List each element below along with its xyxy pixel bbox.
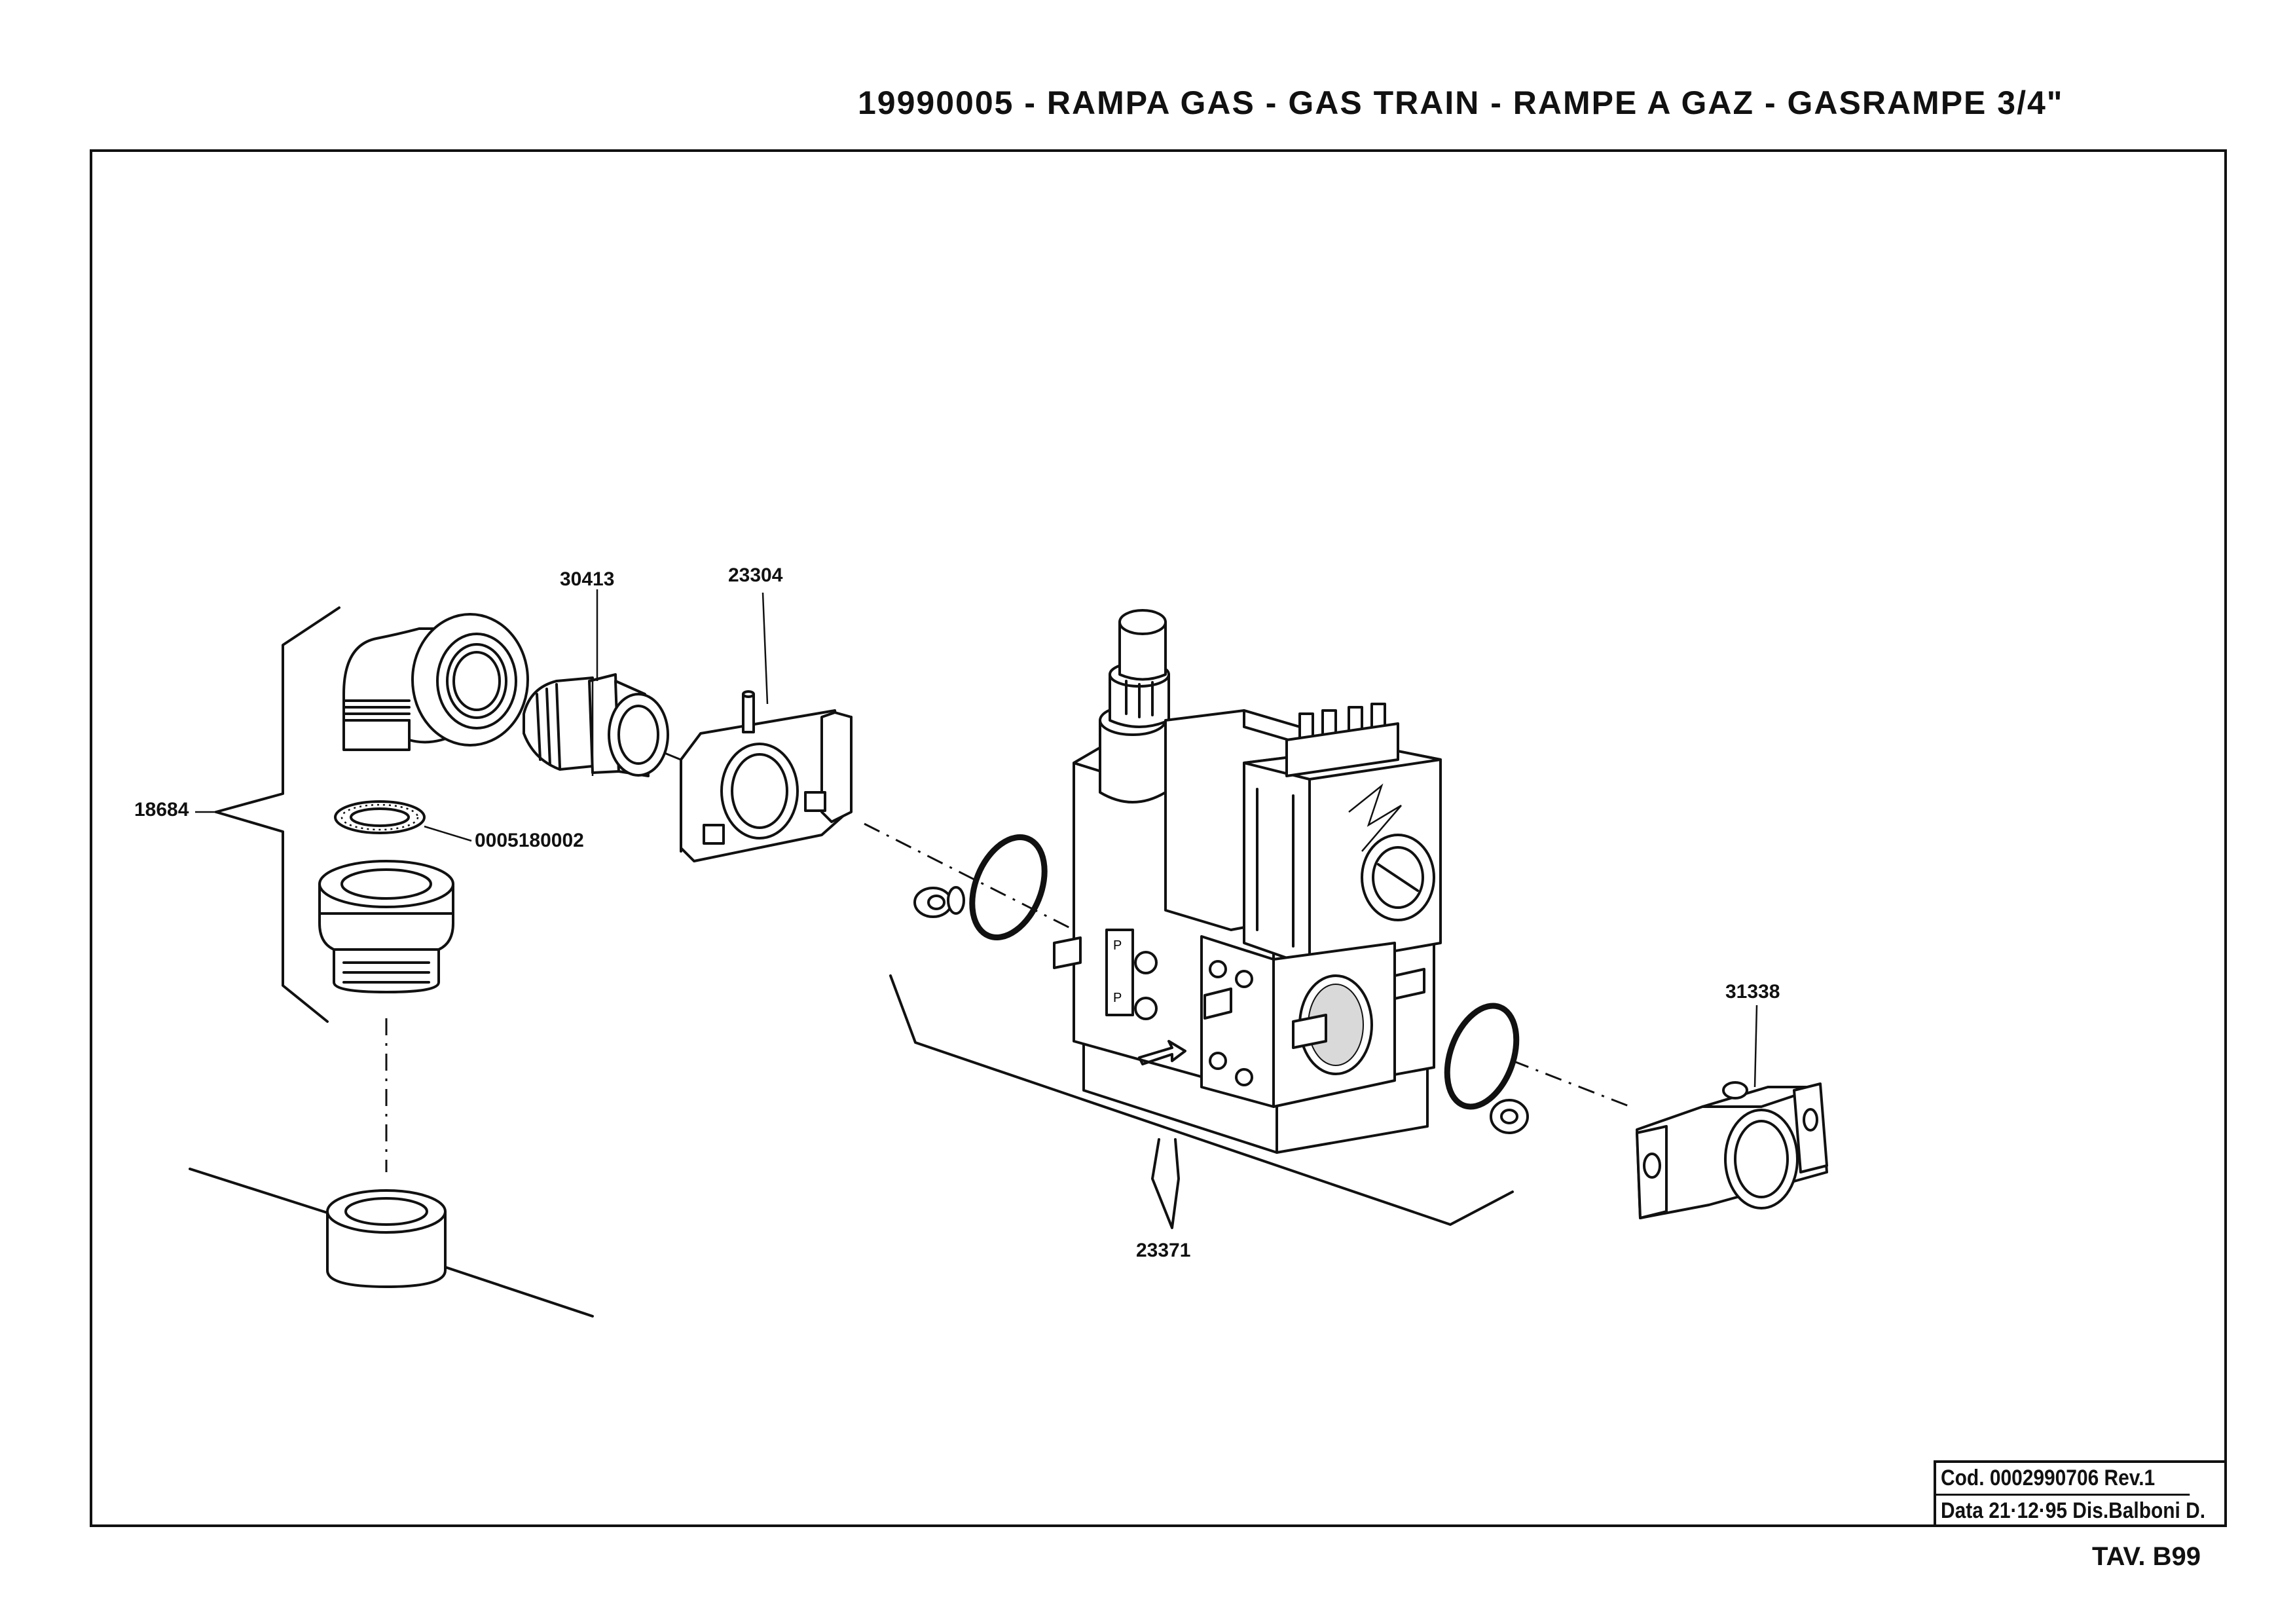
o-ring-left: [969, 834, 1048, 941]
o-ring-right: [1444, 1003, 1520, 1110]
part-label-23304: 23304: [728, 564, 783, 586]
drawing-frame: [90, 149, 2227, 1527]
bracket-23371: [1151, 1138, 1180, 1229]
svg-text:P: P: [1113, 938, 1122, 953]
gas-valve-part-23371: P P: [1053, 609, 1442, 1154]
flange-part-31338: [1636, 1081, 1828, 1219]
title-block: Cod. 0002990706 Rev.1 Data 21·12·95 Dis.…: [1934, 1460, 2227, 1527]
valve-base-outline: [889, 974, 1514, 1226]
sleeve-part: [189, 1168, 594, 1318]
part-label-30413: 30413: [560, 568, 615, 590]
axis-line-flange: [864, 822, 1074, 931]
flange-part-23304: [680, 690, 853, 862]
gasket-part: [334, 800, 472, 842]
part-label-18684: 18684: [134, 799, 189, 821]
part-label-23371: 23371: [1136, 1240, 1191, 1261]
nut-left: [913, 886, 965, 918]
part-label-0005180002: 0005180002: [475, 830, 584, 851]
sheet-number: TAV. B99: [2092, 1542, 2201, 1571]
elbow-fitting-part: [342, 613, 529, 751]
svg-text:P: P: [1113, 991, 1122, 1005]
axis-line-right: [1512, 1060, 1631, 1108]
title-block-code: Cod. 0002990706 Rev.1: [1936, 1463, 2190, 1496]
title-block-date: Data 21·12·95 Dis.Balboni D.: [1941, 1498, 2206, 1523]
union-fitting-part: [318, 860, 454, 993]
sheet-title: 19990005 - RAMPA GAS - GAS TRAIN - RAMPE…: [858, 84, 2064, 121]
nipple-part-30413: [523, 673, 669, 777]
bracket-18684: [195, 606, 340, 1023]
leader-lines: [596, 589, 1758, 1088]
part-label-31338: 31338: [1725, 981, 1780, 1003]
nut-right: [1490, 1099, 1529, 1134]
